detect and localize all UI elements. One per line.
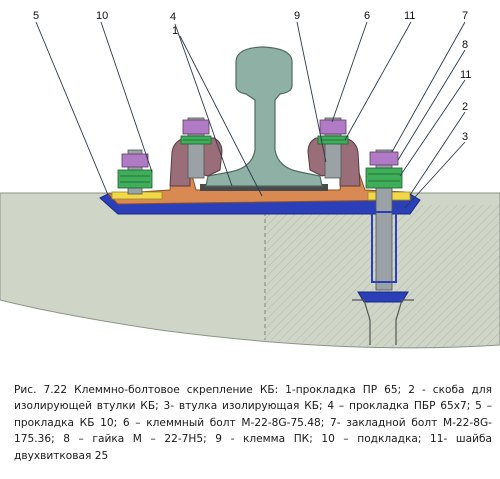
- rail-pad: [200, 184, 328, 191]
- label-2: 2: [462, 101, 468, 113]
- label-3: 3: [462, 131, 468, 143]
- label-5: 5: [33, 10, 39, 22]
- label-1: 1: [172, 25, 178, 37]
- nut-anchor-left: [121, 153, 149, 168]
- bolt-anchor-cone: [357, 291, 409, 303]
- figure-caption: Рис. 7.22 Клеммно-болтовое скрепление КБ…: [14, 384, 492, 462]
- nut-right: [319, 119, 347, 135]
- clamp-right: [307, 137, 361, 187]
- label-11-top: 11: [404, 10, 415, 22]
- rail: [205, 46, 323, 187]
- rail-fastening-diagram: 5 10 4 1 9 6 11 7 8 11 2 3: [0, 10, 500, 349]
- washer-anchor-left: [117, 169, 153, 189]
- leader-lines: [35, 21, 466, 209]
- label-10: 10: [96, 10, 108, 22]
- clamp-left: [169, 137, 223, 187]
- bolt-sleeve: [371, 211, 397, 283]
- label-8: 8: [462, 39, 468, 51]
- nut-anchor-right: [369, 151, 399, 166]
- label-6: 6: [364, 10, 370, 22]
- label-4: 4: [170, 11, 176, 23]
- label-11-right: 11: [460, 69, 471, 81]
- label-9: 9: [294, 10, 300, 22]
- label-7: 7: [462, 10, 468, 22]
- bolt-anchor-socket: [352, 299, 414, 345]
- washer-anchor-right: [365, 167, 403, 189]
- nut-left: [182, 119, 210, 135]
